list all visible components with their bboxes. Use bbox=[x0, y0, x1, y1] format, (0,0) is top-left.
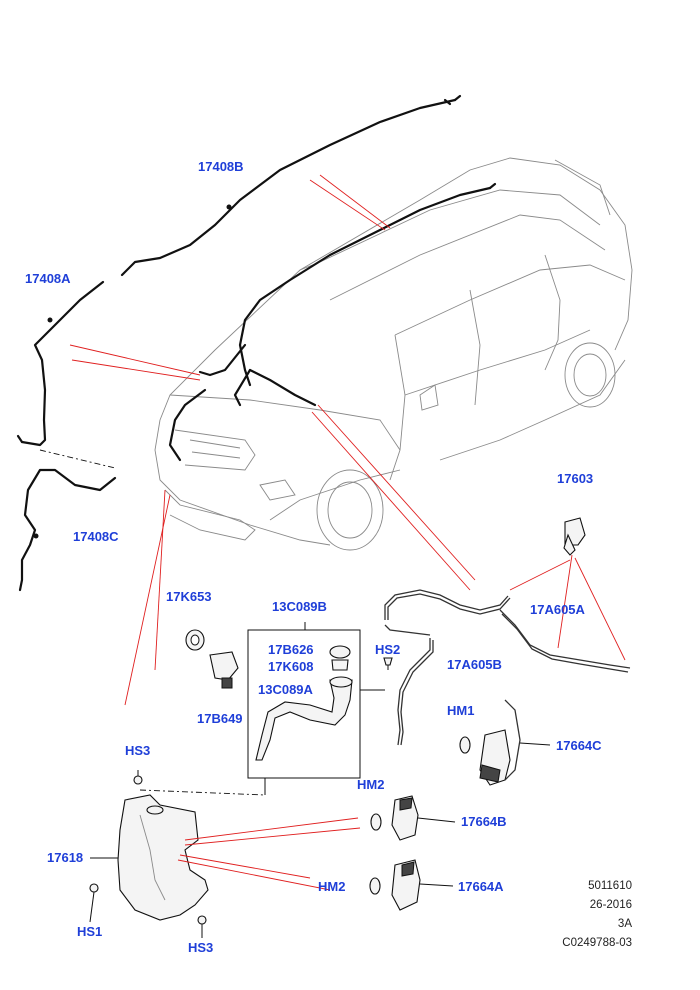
pump-17664A[interactable] bbox=[369, 859, 454, 911]
callout-17618[interactable]: 17618 bbox=[47, 850, 84, 865]
hs3-fastener-top[interactable] bbox=[133, 770, 143, 785]
hs2-clip[interactable] bbox=[383, 657, 393, 670]
callout-HS3-top[interactable]: HS3 bbox=[125, 743, 151, 758]
callout-17408B[interactable]: 17408B bbox=[198, 159, 244, 174]
callout-HM2-upper[interactable]: HM2 bbox=[357, 777, 385, 792]
red-leader-lines bbox=[69, 174, 626, 891]
callout-HM2-lower[interactable]: HM2 bbox=[318, 879, 346, 894]
callout-17B649[interactable]: 17B649 bbox=[197, 711, 243, 726]
harness-17408B[interactable] bbox=[120, 94, 462, 277]
harness-17408A[interactable] bbox=[16, 280, 105, 447]
reference-revision: 3A bbox=[617, 918, 632, 930]
callout-13C089A[interactable]: 13C089A bbox=[258, 682, 313, 697]
level-sensor-17B649[interactable] bbox=[209, 651, 239, 689]
hose-17A605B[interactable] bbox=[397, 638, 434, 746]
callout-17664C[interactable]: 17664C bbox=[556, 738, 602, 753]
washer-reservoir-17618[interactable] bbox=[90, 789, 266, 921]
callout-17K608[interactable]: 17K608 bbox=[268, 659, 314, 674]
callout-17408A[interactable]: 17408A bbox=[25, 271, 71, 286]
filler-neck-kit-box bbox=[247, 622, 361, 795]
grommet-17K653[interactable] bbox=[185, 629, 205, 651]
harness-17408C[interactable] bbox=[18, 449, 117, 592]
vehicle-outline bbox=[154, 157, 633, 551]
reference-block: 5011610 26-2016 3A C0249788-03 bbox=[522, 877, 632, 953]
callout-17603[interactable]: 17603 bbox=[557, 471, 594, 486]
callout-17664A[interactable]: 17664A bbox=[458, 879, 504, 894]
cap-17B626[interactable] bbox=[329, 645, 351, 659]
hs3-fastener-bottom[interactable] bbox=[197, 915, 207, 938]
reference-code: C0249788-03 bbox=[562, 937, 632, 949]
callout-17A605A[interactable]: 17A605A bbox=[530, 602, 585, 617]
reference-number: 5011610 bbox=[588, 880, 632, 892]
seal-17K608[interactable] bbox=[331, 659, 349, 671]
pump-17664C[interactable] bbox=[459, 699, 551, 786]
callout-17664B[interactable]: 17664B bbox=[461, 814, 507, 829]
callout-HS1[interactable]: HS1 bbox=[77, 924, 103, 939]
hose-17A605A[interactable] bbox=[384, 589, 631, 673]
callout-HS3-bottom[interactable]: HS3 bbox=[188, 940, 214, 955]
callout-17K653[interactable]: 17K653 bbox=[166, 589, 212, 604]
callout-17A605B[interactable]: 17A605B bbox=[447, 657, 502, 672]
pump-17664B[interactable] bbox=[370, 795, 456, 841]
callout-HS2[interactable]: HS2 bbox=[375, 642, 401, 657]
callout-HM1[interactable]: HM1 bbox=[447, 703, 475, 718]
reference-date: 26-2016 bbox=[589, 899, 632, 911]
callout-17B626[interactable]: 17B626 bbox=[268, 642, 314, 657]
vehicle-harness bbox=[168, 182, 497, 462]
washer-nozzle-17603[interactable] bbox=[563, 517, 586, 556]
hs1-fastener[interactable] bbox=[89, 883, 99, 923]
filler-neck-13C089A[interactable] bbox=[255, 676, 385, 761]
callout-17408C[interactable]: 17408C bbox=[73, 529, 119, 544]
callout-13C089B[interactable]: 13C089B bbox=[272, 599, 327, 614]
